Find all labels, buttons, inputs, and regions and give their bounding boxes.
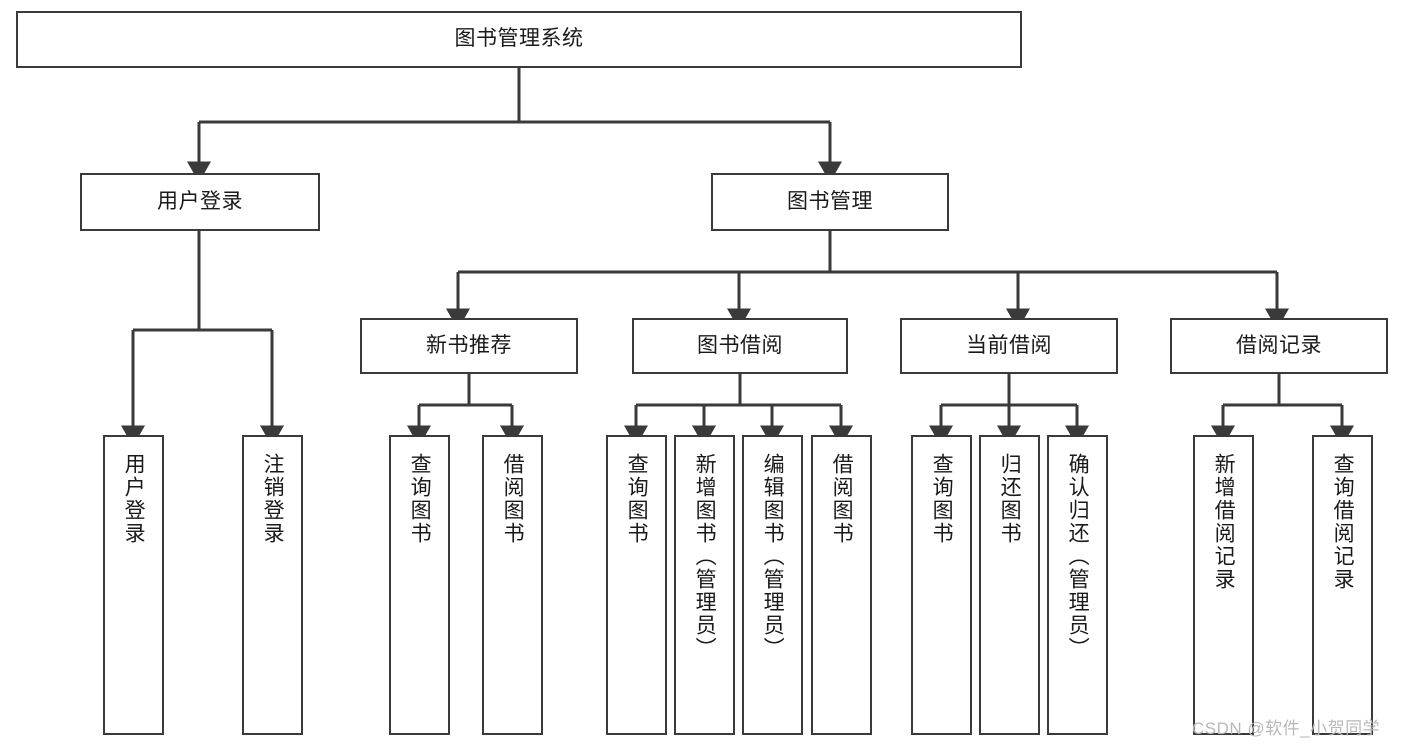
node-current-borrow[interactable]: 当前借阅	[900, 318, 1118, 374]
node-book-borrow-label: 图书借阅	[697, 333, 783, 357]
leaf-borrow-edit-book-admin[interactable]: 编辑图书（管理员）	[742, 435, 803, 735]
leaf-new-book-borrow[interactable]: 借阅图书	[482, 435, 543, 735]
leaf-borrow-query-book-label: 查询图书	[625, 453, 649, 545]
leaf-current-return-book[interactable]: 归还图书	[979, 435, 1040, 735]
leaf-borrow-borrow-book-label: 借阅图书	[830, 453, 854, 545]
leaf-borrow-add-book-admin-label: 新增图书（管理员）	[693, 453, 717, 660]
leaf-borrow-query-book[interactable]: 查询图书	[606, 435, 667, 735]
node-new-book-recommend[interactable]: 新书推荐	[360, 318, 578, 374]
node-borrow-record-label: 借阅记录	[1236, 333, 1322, 357]
leaf-current-confirm-return-admin-label: 确认归还（管理员）	[1066, 453, 1090, 660]
leaf-record-query-borrow-record-label: 查询借阅记录	[1331, 453, 1355, 591]
leaf-current-query-book[interactable]: 查询图书	[911, 435, 972, 735]
leaf-borrow-edit-book-admin-label: 编辑图书（管理员）	[761, 453, 785, 660]
node-book-management[interactable]: 图书管理	[711, 173, 949, 231]
leaf-record-add-borrow-record-label: 新增借阅记录	[1212, 453, 1236, 591]
node-borrow-record[interactable]: 借阅记录	[1170, 318, 1388, 374]
node-user-login[interactable]: 用户登录	[80, 173, 320, 231]
node-root-book-management-system[interactable]: 图书管理系统	[16, 11, 1022, 68]
leaf-current-return-book-label: 归还图书	[998, 453, 1022, 545]
node-book-management-label: 图书管理	[787, 189, 873, 213]
node-new-book-recommend-label: 新书推荐	[426, 333, 512, 357]
leaf-user-login-login-label: 用户登录	[122, 453, 146, 545]
leaf-new-book-query[interactable]: 查询图书	[389, 435, 450, 735]
leaf-user-login-login[interactable]: 用户登录	[103, 435, 164, 735]
node-book-borrow[interactable]: 图书借阅	[632, 318, 848, 374]
leaf-borrow-borrow-book[interactable]: 借阅图书	[811, 435, 872, 735]
leaf-new-book-query-label: 查询图书	[408, 453, 432, 545]
node-root-label: 图书管理系统	[454, 27, 584, 51]
leaf-borrow-add-book-admin[interactable]: 新增图书（管理员）	[674, 435, 735, 735]
leaf-record-query-borrow-record[interactable]: 查询借阅记录	[1312, 435, 1373, 735]
leaf-current-confirm-return-admin[interactable]: 确认归还（管理员）	[1047, 435, 1108, 735]
leaf-user-login-logout-label: 注销登录	[261, 453, 285, 545]
leaf-user-login-logout[interactable]: 注销登录	[242, 435, 303, 735]
leaf-new-book-borrow-label: 借阅图书	[501, 453, 525, 545]
node-current-borrow-label: 当前借阅	[966, 333, 1052, 357]
leaf-record-add-borrow-record[interactable]: 新增借阅记录	[1193, 435, 1254, 735]
node-user-login-label: 用户登录	[157, 189, 243, 213]
csdn-watermark: CSDN @软件_小贺同学	[1192, 719, 1381, 738]
leaf-current-query-book-label: 查询图书	[930, 453, 954, 545]
